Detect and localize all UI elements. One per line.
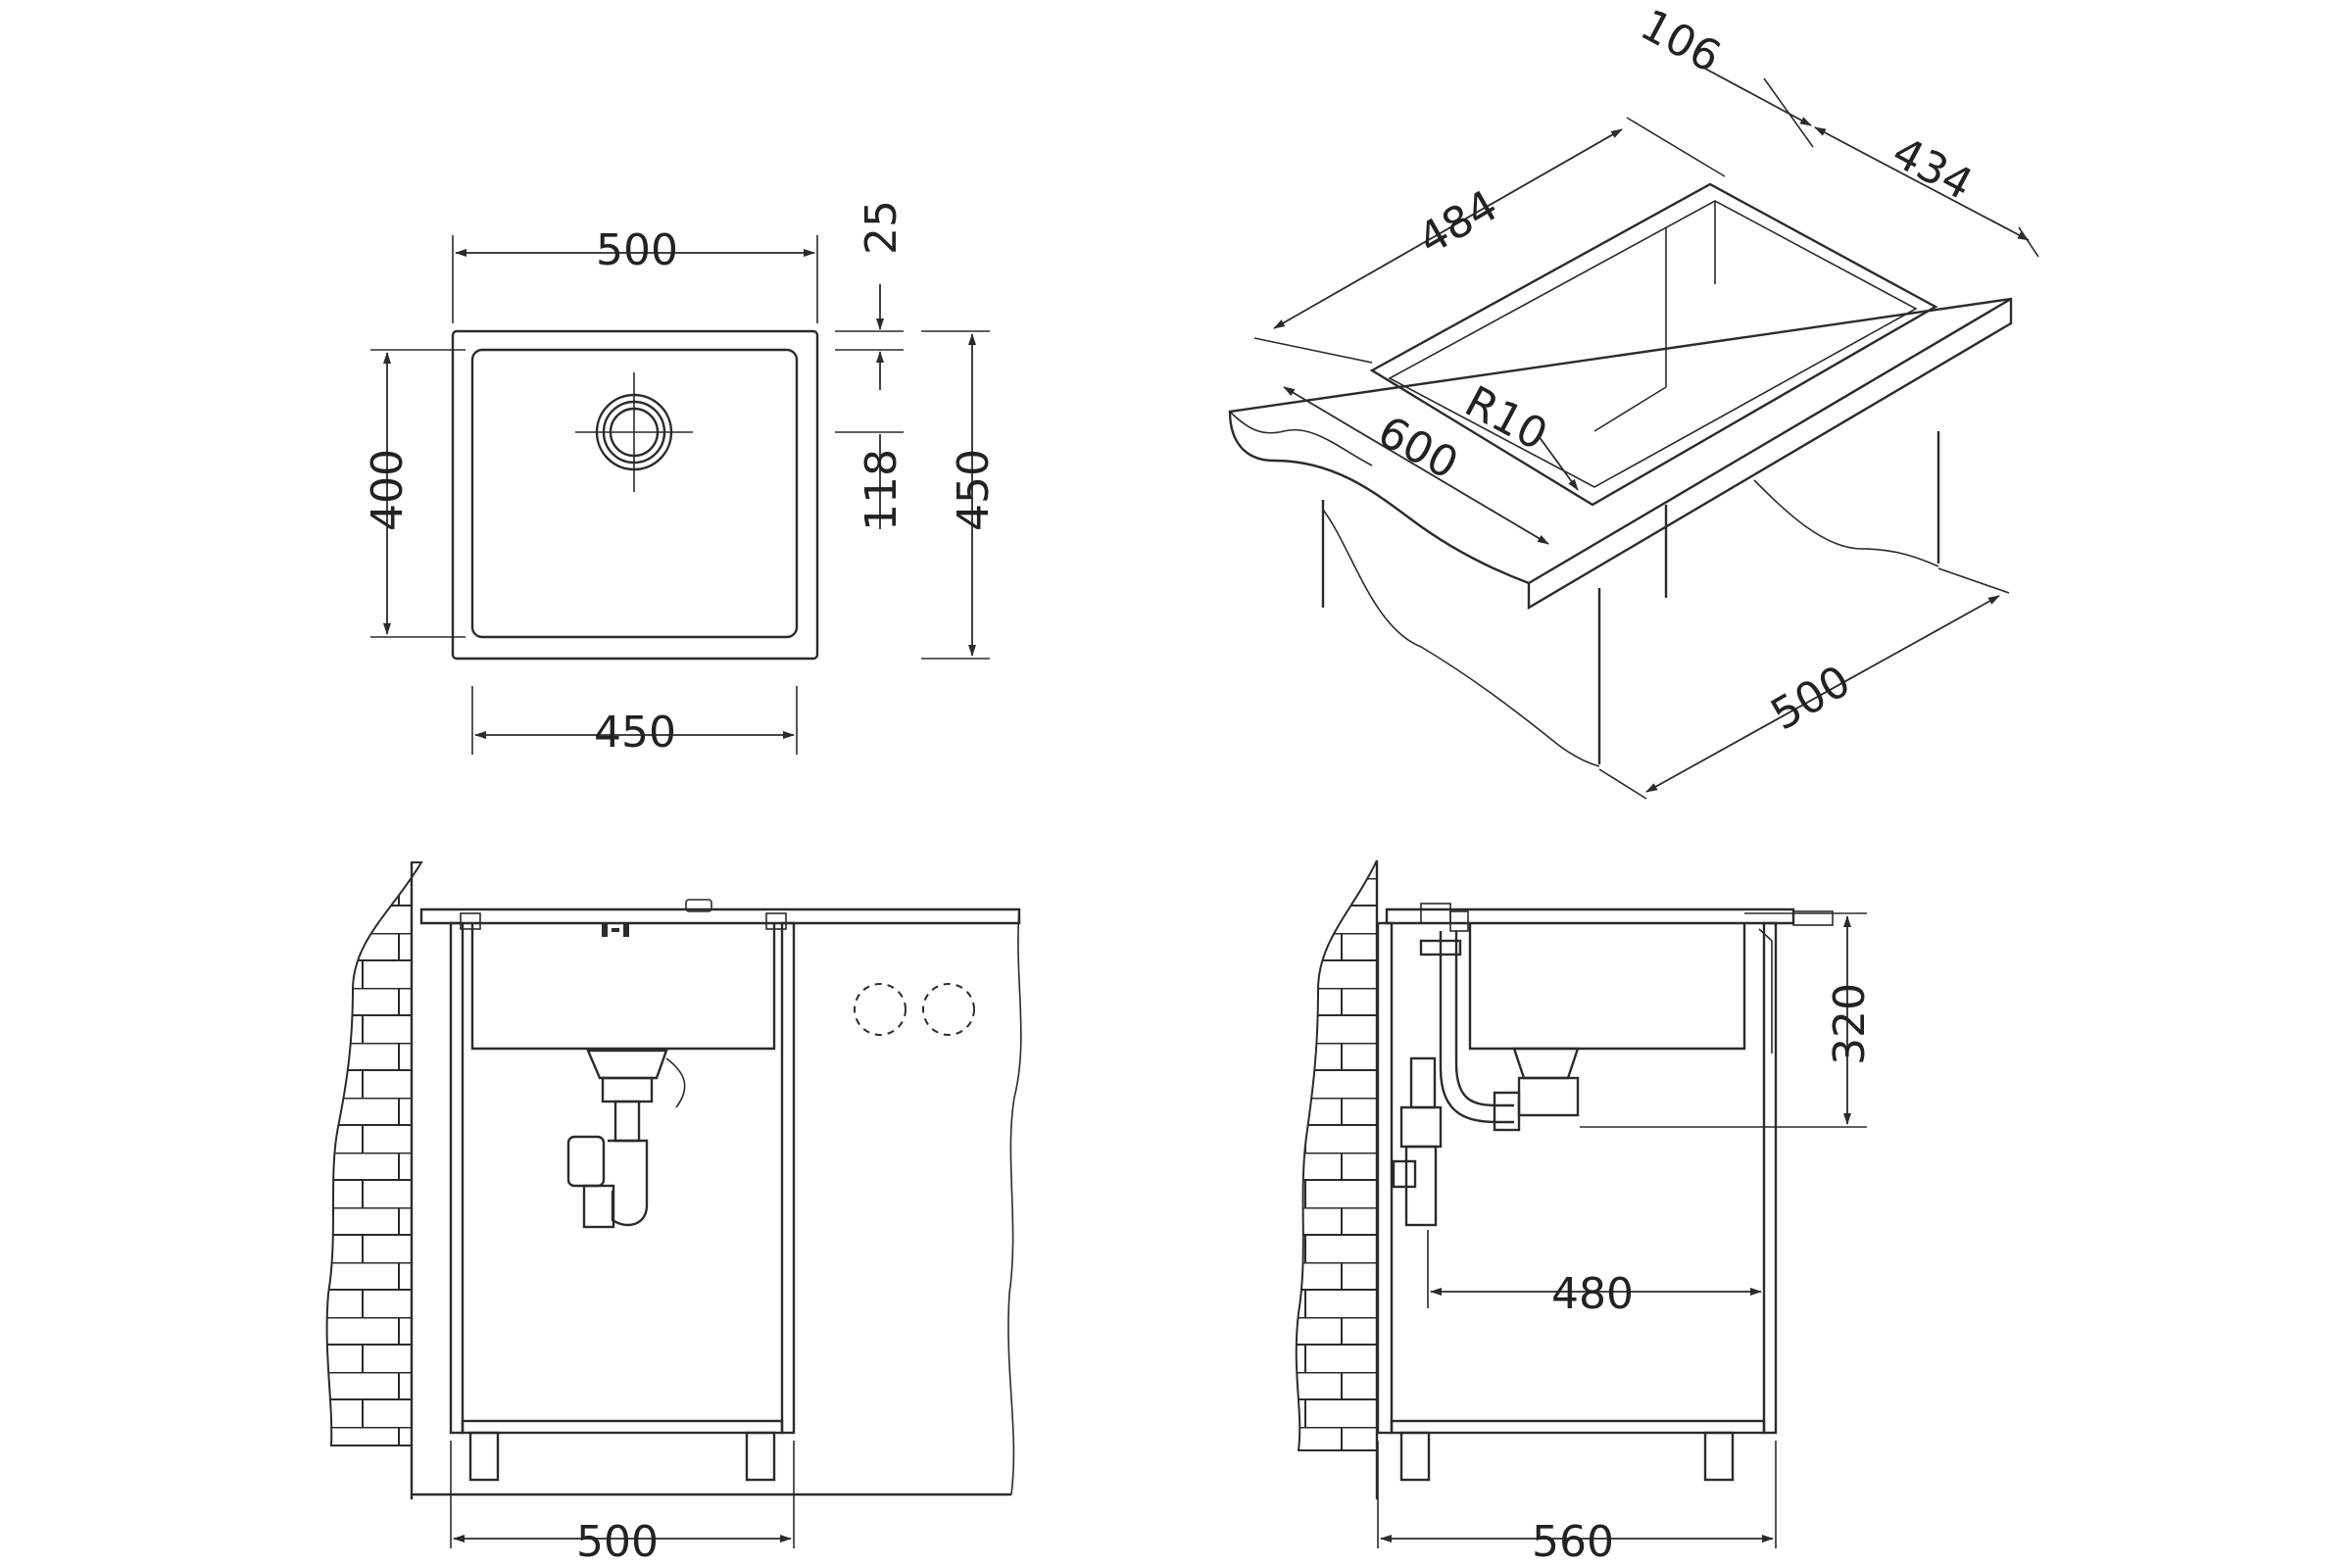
dim-cabinet: 500: [1763, 656, 1859, 740]
dim-back: 106: [1633, 0, 1729, 82]
sink-outer-outline: [451, 329, 819, 661]
dim-rim: 25: [857, 200, 906, 255]
drain-trap-icon: [566, 1049, 686, 1229]
dim-height: 320: [1825, 983, 1875, 1065]
brick-wall-side: [1295, 859, 1378, 1451]
sink-bowl-front: [470, 923, 776, 1051]
sink-bowl-outline: [470, 348, 799, 639]
dim-radius: R10: [1457, 376, 1555, 461]
brick-wall: [325, 861, 423, 1446]
dashed-outlet-left: [854, 983, 906, 1036]
dim-outer-depth: 450: [949, 449, 999, 531]
dim-cabinet-width: 500: [576, 1517, 659, 1567]
plumbing-icon: [1392, 931, 1580, 1227]
dim-length: 484: [1410, 180, 1506, 265]
dim-width: 434: [1885, 127, 1981, 210]
dim-inner-depth: 400: [363, 449, 413, 531]
side-view: 320 480 560: [1295, 859, 1875, 1567]
dim-drain-offset: 118: [857, 449, 906, 531]
dim-cabinet-depth: 560: [1532, 1517, 1614, 1567]
isometric-view: 484 106 434 R10 600 500: [1228, 0, 2039, 800]
top-view: 500 450 400 25 118 450: [363, 200, 999, 758]
countertop-outline: [1228, 297, 2013, 611]
sink-bowl-side: [1468, 923, 1746, 1051]
drain-icon: [575, 372, 693, 492]
brand-logo-icon: [602, 923, 629, 937]
cabinet-outline: [1321, 431, 1940, 764]
front-view: 500: [325, 861, 1022, 1567]
dashed-outlet-right: [922, 983, 975, 1036]
dim-inner-width: 450: [594, 708, 676, 758]
dim-drain-distance: 480: [1551, 1269, 1634, 1319]
dim-outer-width: 500: [596, 225, 678, 275]
